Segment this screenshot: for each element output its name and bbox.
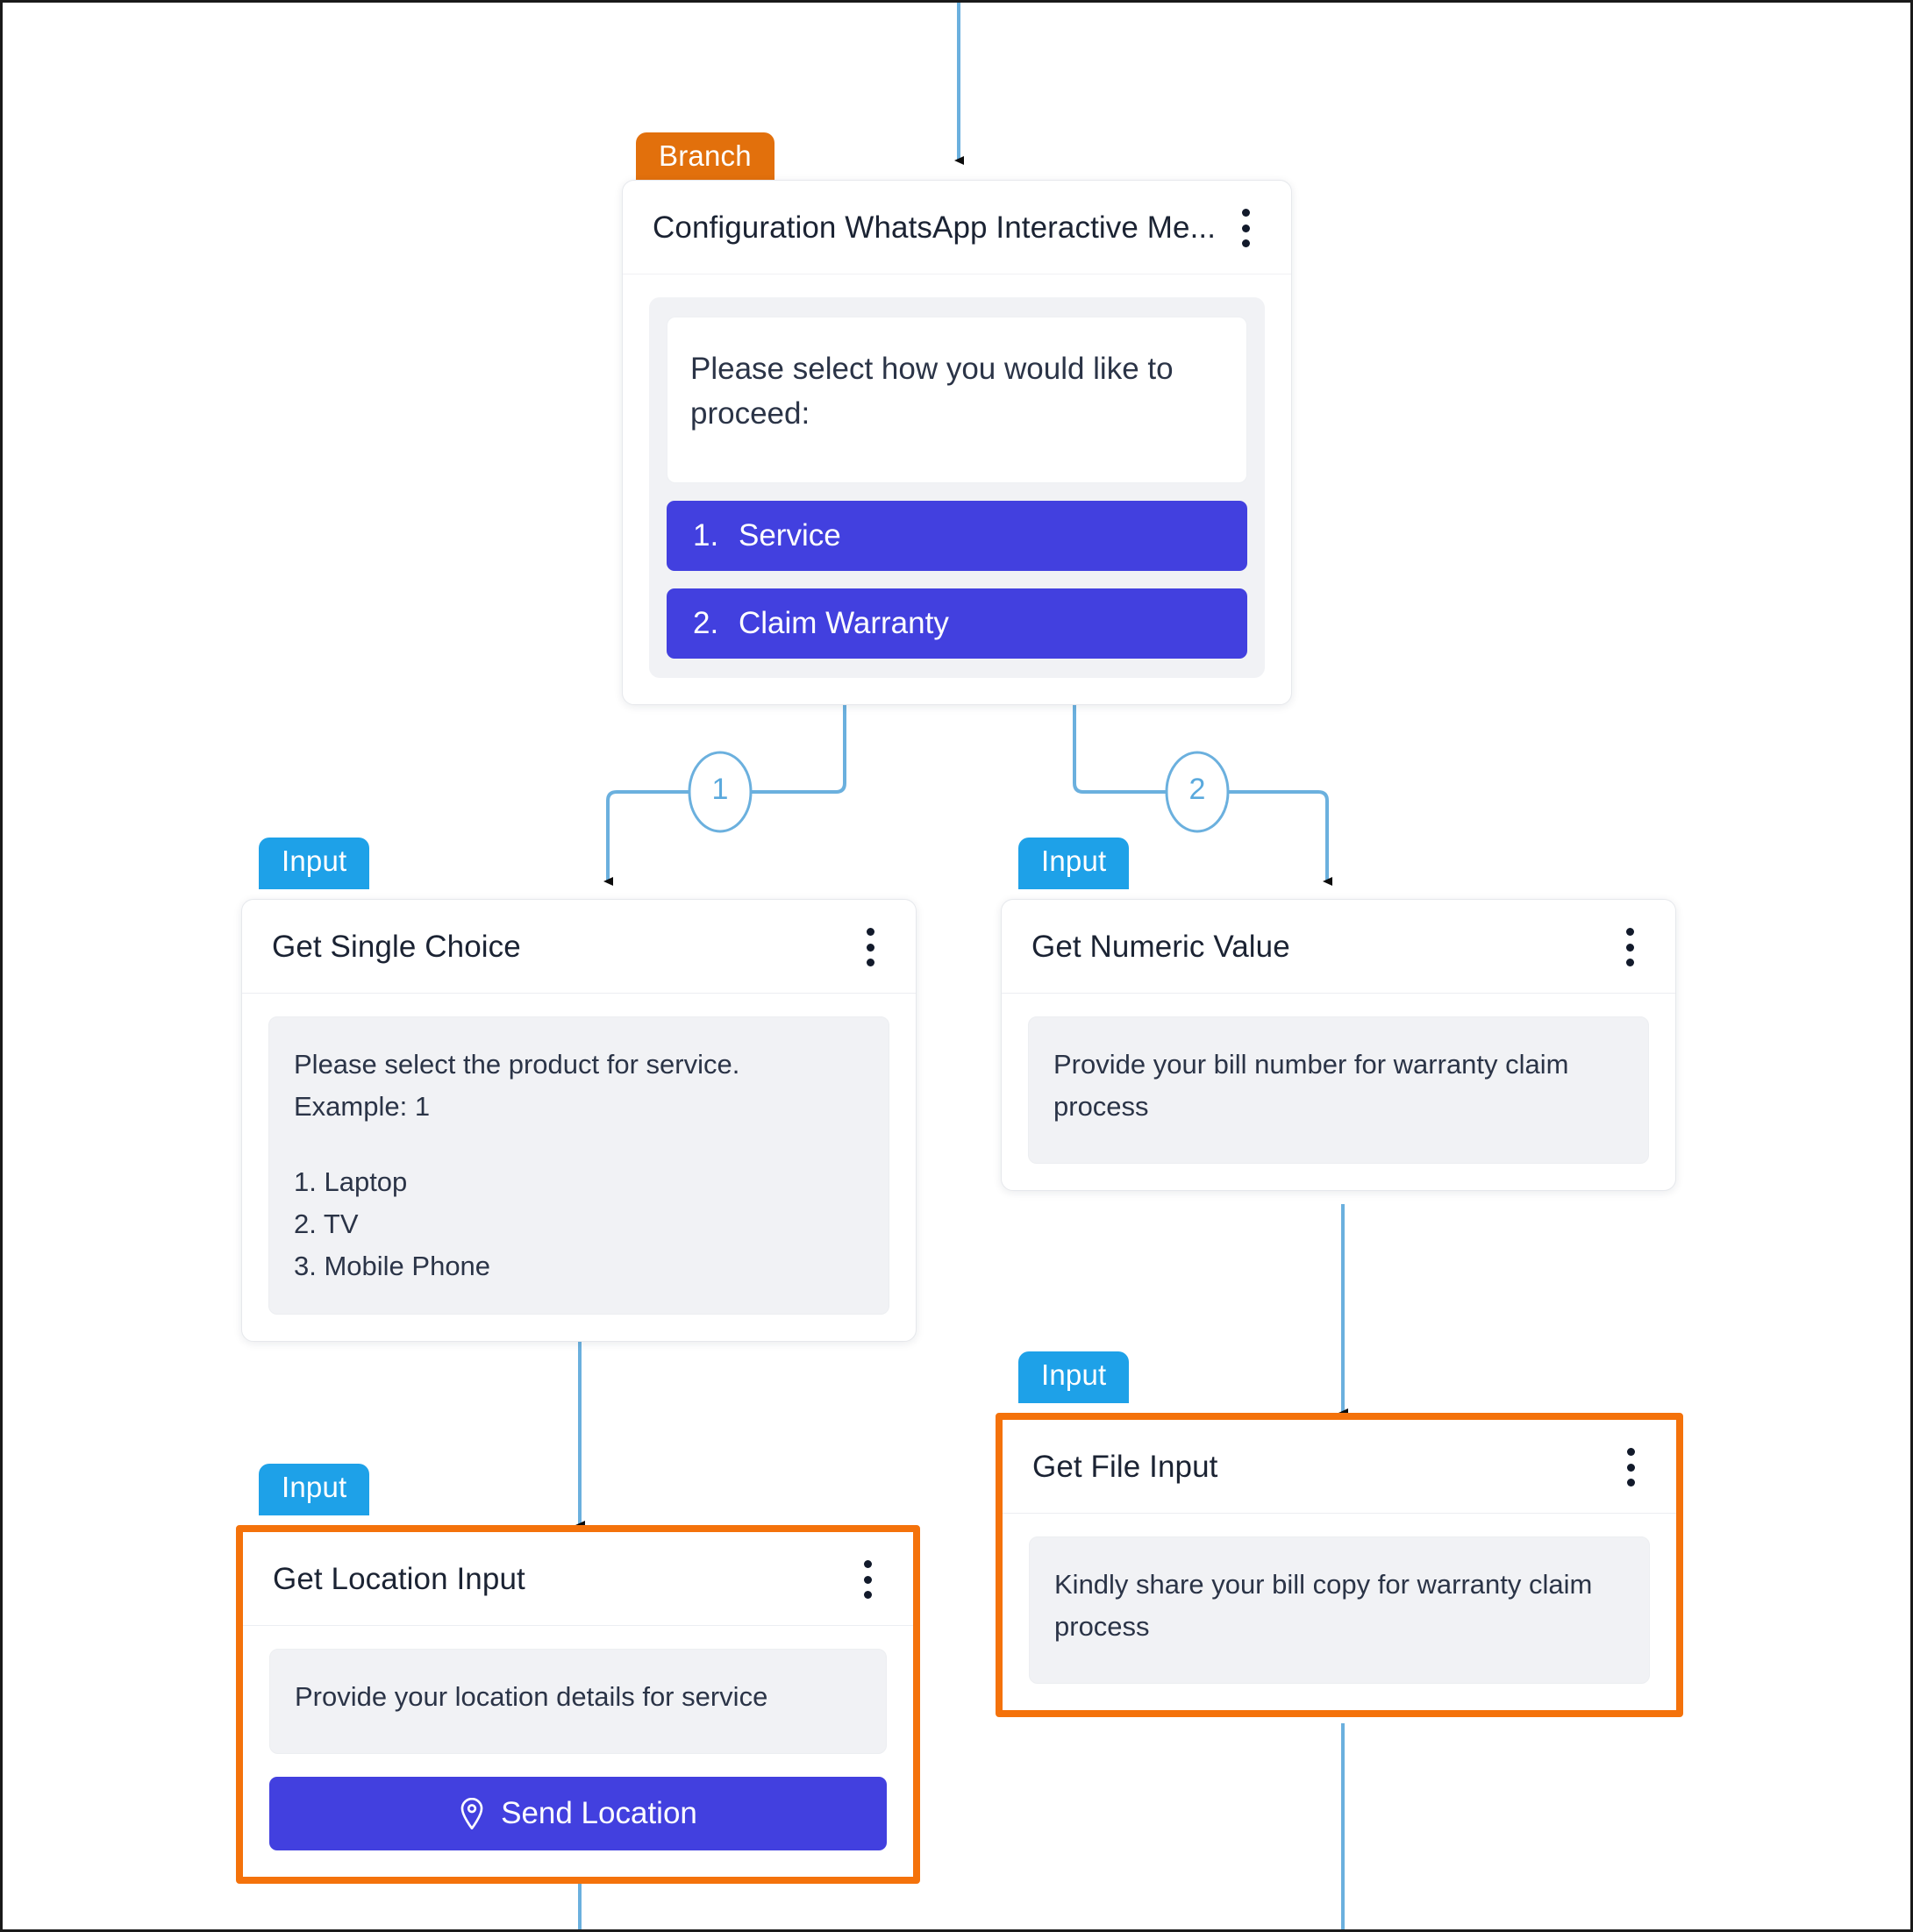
node-badge-input-file: Input	[1018, 1351, 1130, 1403]
edge-label-2: 2	[1188, 773, 1206, 806]
reply-button-1[interactable]: 1. Service	[667, 501, 1247, 571]
card-header: Get Location Input	[243, 1532, 913, 1626]
send-location-label: Send Location	[501, 1796, 697, 1830]
option-3: 3. Mobile Phone	[294, 1251, 491, 1282]
message-line-1: Please select the product for service.	[294, 1049, 740, 1080]
message-line-2: Example: 1	[294, 1091, 431, 1123]
message-bubble: Kindly share your bill copy for warranty…	[1029, 1536, 1650, 1684]
card-header: Get Single Choice	[242, 900, 916, 994]
node-card-get-file-input[interactable]: Get File Input Kindly share your bill co…	[996, 1413, 1683, 1717]
node-title: Get Numeric Value	[1031, 930, 1290, 964]
message-bubble: Provide your bill number for warranty cl…	[1028, 1016, 1649, 1164]
node-title: Get Single Choice	[272, 930, 521, 964]
message-bubble: Please select the product for service. E…	[268, 1016, 889, 1315]
reply-button-2-number: 2.	[693, 606, 719, 640]
node-card-get-location-input[interactable]: Get Location Input Provide your location…	[236, 1525, 920, 1884]
card-body: Kindly share your bill copy for warranty…	[1003, 1514, 1676, 1710]
card-body: Provide your location details for servic…	[243, 1626, 913, 1877]
node-card-branch[interactable]: Configuration WhatsApp Interactive Me...…	[622, 180, 1292, 705]
edge-label-1: 1	[711, 773, 729, 806]
reply-button-1-number: 1.	[693, 518, 719, 553]
node-title: Get Location Input	[273, 1562, 525, 1596]
node-badge-input-location: Input	[259, 1464, 370, 1515]
card-body: Please select the product for service. E…	[242, 994, 916, 1341]
reply-button-2-label: Claim Warranty	[739, 606, 949, 640]
card-body: Please select how you would like to proc…	[623, 274, 1291, 704]
option-2: 2. TV	[294, 1208, 359, 1240]
node-badge-input-numeric: Input	[1018, 838, 1130, 889]
node-card-get-numeric-value[interactable]: Get Numeric Value Provide your bill numb…	[1001, 899, 1676, 1191]
card-header: Get Numeric Value	[1002, 900, 1675, 994]
node-title: Configuration WhatsApp Interactive Me...	[653, 210, 1217, 245]
node-title: Get File Input	[1032, 1450, 1218, 1484]
location-pin-icon	[460, 1798, 483, 1829]
node-card-get-single-choice[interactable]: Get Single Choice Please select the prod…	[241, 899, 917, 1343]
message-text: Please select how you would like to proc…	[667, 317, 1247, 483]
card-header: Configuration WhatsApp Interactive Me...	[623, 181, 1291, 274]
message-bubble: Provide your location details for servic…	[269, 1649, 887, 1754]
spacer	[294, 1128, 864, 1161]
kebab-menu-icon[interactable]	[1614, 926, 1645, 968]
send-location-button[interactable]: Send Location	[269, 1777, 887, 1850]
card-header: Get File Input	[1003, 1420, 1676, 1514]
kebab-menu-icon[interactable]	[852, 1558, 883, 1600]
node-badge-branch: Branch	[636, 132, 774, 184]
kebab-menu-icon[interactable]	[854, 926, 886, 968]
whatsapp-interactive-panel: Please select how you would like to proc…	[649, 297, 1265, 678]
option-1: 1. Laptop	[294, 1166, 408, 1198]
kebab-menu-icon[interactable]	[1230, 207, 1261, 249]
kebab-menu-icon[interactable]	[1615, 1446, 1646, 1488]
card-body: Provide your bill number for warranty cl…	[1002, 994, 1675, 1190]
reply-button-2[interactable]: 2. Claim Warranty	[667, 588, 1247, 659]
node-badge-input-single-choice: Input	[259, 838, 370, 889]
reply-button-1-label: Service	[739, 518, 841, 553]
